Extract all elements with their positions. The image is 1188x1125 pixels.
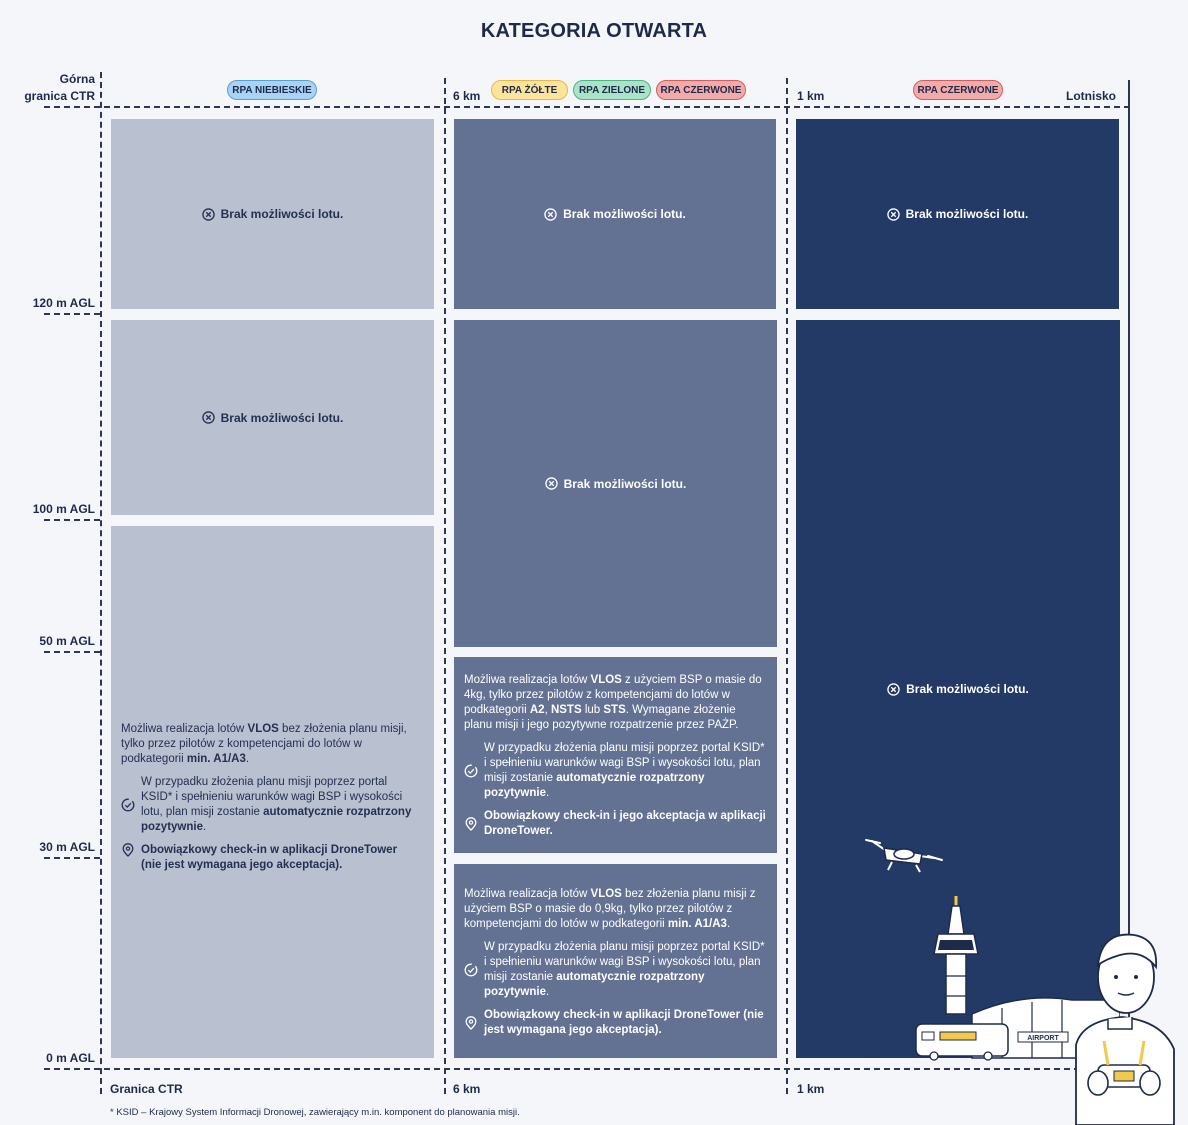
ground-line bbox=[44, 1068, 1130, 1070]
ctr-zone-top-block: Brak możliwości lotu. bbox=[454, 119, 776, 309]
y-level-0: 0 m AGL bbox=[46, 1051, 95, 1065]
top-ctr-line bbox=[44, 106, 1130, 108]
blue-zone-allowed-block: Możliwa realizacja lotów VLOS bez złożen… bbox=[111, 526, 434, 1058]
ctr-zone-lower-allowed-block: Możliwa realizacja lotów VLOS bez złożen… bbox=[454, 864, 777, 1058]
no-flight-icon bbox=[544, 207, 557, 221]
page-title: KATEGORIA OTWARTA bbox=[480, 20, 708, 42]
airport-zone-top-block: Brak możliwości lotu. bbox=[796, 119, 1119, 309]
zone-pill-green: RPA ZIELONE bbox=[573, 80, 651, 100]
pilot-illustration bbox=[1075, 933, 1175, 1125]
zone-pill-yellow: RPA ŻÓŁTE bbox=[491, 80, 568, 100]
no-flight-icon bbox=[201, 207, 215, 221]
y-axis-top-label-line2: granica CTR bbox=[24, 89, 95, 103]
mid-lower-checkin-row: Obowiązkowy check-in w aplikacji DroneTo… bbox=[464, 1008, 766, 1038]
blue-info-ksid-row: W przypadku złożenia planu misji poprzez… bbox=[121, 775, 417, 835]
y-level-120: 120 m AGL bbox=[32, 296, 95, 310]
mid-upper-p1: Możliwa realizacja lotów VLOS z użyciem … bbox=[464, 674, 762, 731]
bottom-bound-1km: 1 km bbox=[797, 1082, 825, 1096]
zone-pill-red-right: RPA CZERWONE bbox=[913, 80, 1003, 100]
top-bound-6km: 6 km bbox=[453, 89, 481, 103]
blue-zone-top-block: Brak możliwości lotu. bbox=[111, 119, 434, 309]
drone-illustration bbox=[865, 839, 943, 873]
location-pin-icon bbox=[465, 1016, 477, 1030]
no-flight-icon bbox=[544, 477, 558, 490]
zone-pill-red-mid: RPA CZERWONE bbox=[656, 80, 746, 100]
one-km-boundary-line bbox=[786, 78, 788, 1094]
no-flight-icon bbox=[887, 682, 900, 696]
y-level-50: 50 m AGL bbox=[39, 634, 95, 648]
no-flight-text: Brak możliwości lotu. bbox=[906, 682, 1029, 696]
tick-30 bbox=[44, 857, 100, 859]
mid-upper-ksid-row: W przypadku złożenia planu misji poprzez… bbox=[464, 741, 766, 801]
no-flight-text: Brak możliwości lotu. bbox=[220, 207, 344, 221]
check-circle-icon bbox=[121, 798, 135, 812]
location-pin-icon bbox=[122, 843, 134, 857]
zone-pill-blue: RPA NIEBIESKIE bbox=[227, 80, 317, 100]
location-check-icon bbox=[465, 817, 477, 831]
six-km-boundary-line bbox=[444, 78, 446, 1094]
bottom-bound-ctr: Granica CTR bbox=[110, 1082, 183, 1096]
check-circle-icon bbox=[464, 963, 478, 977]
ctr-boundary-line bbox=[100, 72, 102, 1094]
mid-lower-ksid-row: W przypadku złożenia planu misji poprzez… bbox=[464, 940, 766, 1000]
top-bound-airport: Lotnisko bbox=[1066, 89, 1116, 103]
ctr-lower-info: Możliwa realizacja lotów VLOS bez złożen… bbox=[464, 887, 766, 1038]
y-level-100: 100 m AGL bbox=[32, 502, 95, 516]
ctr-zone-upper-allowed-block: Możliwa realizacja lotów VLOS z użyciem … bbox=[454, 657, 777, 853]
y-axis-top-label-line1: Górna bbox=[59, 72, 95, 86]
no-flight-icon bbox=[886, 207, 900, 221]
blue-info-p1: Możliwa realizacja lotów VLOS bez złożen… bbox=[121, 723, 407, 765]
no-flight-text: Brak możliwości lotu. bbox=[563, 207, 686, 221]
airport-sign: AIRPORT bbox=[1027, 1035, 1059, 1042]
mid-upper-checkin-row: Obowiązkowy check-in i jego akceptacja w… bbox=[464, 809, 766, 839]
blue-zone-info: Możliwa realizacja lotów VLOS bez złożen… bbox=[121, 722, 417, 873]
no-flight-text: Brak możliwości lotu. bbox=[905, 207, 1029, 221]
no-flight-icon bbox=[201, 411, 215, 424]
mid-lower-p1: Możliwa realizacja lotów VLOS bez złożen… bbox=[464, 888, 756, 930]
y-axis-top-label: Górna granica CTR bbox=[10, 71, 95, 105]
no-flight-text: Brak możliwości lotu. bbox=[563, 476, 687, 491]
footnote: * KSID – Krajowy System Informacji Drono… bbox=[110, 1107, 520, 1118]
bottom-bound-6km: 6 km bbox=[453, 1082, 481, 1096]
top-bound-1km: 1 km bbox=[797, 89, 825, 103]
airport-boundary-line bbox=[1128, 80, 1130, 1070]
tick-120 bbox=[44, 313, 100, 315]
tick-50 bbox=[44, 651, 100, 653]
ctr-zone-middle-block: Brak możliwości lotu. bbox=[454, 320, 777, 647]
blue-info-checkin-row: Obowiązkowy check-in w aplikacji DroneTo… bbox=[121, 843, 417, 873]
no-flight-text: Brak możliwości lotu. bbox=[220, 410, 344, 425]
ctr-upper-info: Możliwa realizacja lotów VLOS z użyciem … bbox=[464, 673, 766, 839]
tick-100 bbox=[44, 519, 100, 521]
blue-zone-middle-block: Brak możliwości lotu. bbox=[111, 320, 434, 515]
y-level-30: 30 m AGL bbox=[39, 840, 95, 854]
check-circle-icon bbox=[464, 764, 478, 778]
